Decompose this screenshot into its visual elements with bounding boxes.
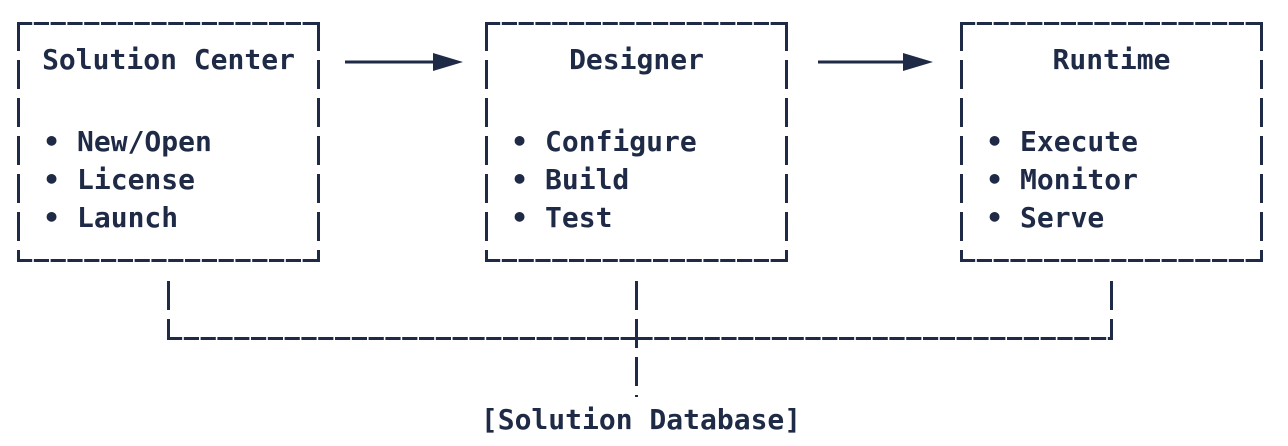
list-item-label: Build (545, 163, 630, 196)
arrow-designer-to-runtime-head-icon (903, 53, 933, 71)
list-item: • Build (511, 161, 788, 199)
list-item: • Test (511, 199, 788, 237)
list-item: • Monitor (986, 161, 1263, 199)
list-item-label: License (77, 163, 196, 196)
bullet-icon: • (43, 125, 60, 158)
bullet-icon: • (511, 201, 528, 234)
list-item: • Serve (986, 199, 1263, 237)
solution-database-label: [Solution Database] (480, 403, 802, 436)
list-item: • Execute (986, 123, 1263, 161)
list-item-label: Launch (77, 201, 179, 234)
list-item: • New/Open (43, 123, 320, 161)
bullet-icon: • (986, 125, 1003, 158)
box-designer-list: • Configure • Build • Test (485, 123, 788, 237)
list-item-label: Test (545, 201, 613, 234)
list-item-label: Execute (1020, 125, 1139, 158)
list-item: • License (43, 161, 320, 199)
bullet-icon: • (986, 163, 1003, 196)
bullet-icon: • (511, 125, 528, 158)
list-item: • Configure (511, 123, 788, 161)
bullet-icon: • (43, 201, 60, 234)
arrow-solution-center-to-designer-head-icon (433, 53, 463, 71)
list-item: • Launch (43, 199, 320, 237)
bullet-icon: • (986, 201, 1003, 234)
box-designer-title: Designer (569, 43, 704, 76)
list-item-label: New/Open (77, 125, 212, 158)
box-runtime-list: • Execute • Monitor • Serve (960, 123, 1263, 237)
box-solution-center: Solution Center • New/Open • License • Laun… (17, 22, 320, 237)
box-runtime: Runtime • Execute • Monitor • Serve (960, 22, 1263, 237)
bullet-icon: • (43, 163, 60, 196)
box-solution-center-title: Solution Center (42, 43, 295, 76)
box-runtime-title: Runtime (1052, 43, 1171, 76)
list-item-label: Serve (1020, 201, 1105, 234)
box-designer: Designer • Configure • Build • Test (485, 22, 788, 237)
bullet-icon: • (511, 163, 528, 196)
list-item-label: Monitor (1020, 163, 1139, 196)
list-item-label: Configure (545, 125, 697, 158)
box-solution-center-list: • New/Open • License • Launch (17, 123, 320, 237)
